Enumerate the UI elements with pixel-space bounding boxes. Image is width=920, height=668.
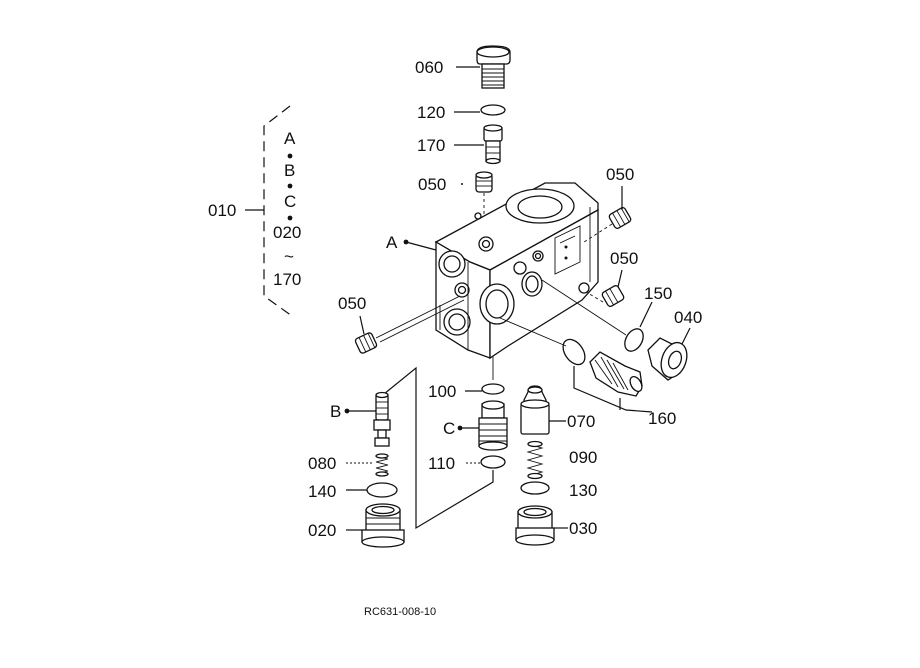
callout-080: 080: [308, 454, 336, 473]
callout-b: B: [330, 402, 341, 421]
part-110-o-ring: 110: [428, 454, 506, 473]
callout-050-top: 050: [418, 175, 446, 194]
callout-130: 130: [569, 481, 597, 500]
part-020-plug: 020: [308, 503, 405, 548]
callout-140: 140: [308, 482, 336, 501]
callout-050-left: 050: [338, 294, 366, 313]
assembly-bracket-010: 010 A B C 020 ~ 170: [208, 105, 301, 317]
callout-170: 170: [417, 136, 445, 155]
part-050-right-plug: 050: [585, 249, 638, 307]
part-070-piston: 070: [520, 385, 595, 435]
callout-100: 100: [428, 382, 456, 401]
callout-050-right-top: 050: [606, 165, 634, 184]
part-c-valve: C: [443, 400, 508, 451]
bracket-item-a: A: [284, 129, 296, 148]
part-120-o-ring: 120: [417, 103, 506, 122]
part-130-o-ring: 130: [520, 481, 597, 500]
part-090-spring: 090: [526, 440, 597, 480]
callout-010: 010: [208, 201, 236, 220]
callout-070: 070: [567, 412, 595, 431]
callout-160: 160: [648, 409, 676, 428]
part-050-right-top-plug: 050: [583, 165, 634, 243]
bracket-item-tilde: ~: [284, 247, 294, 266]
callout-a: A: [386, 233, 398, 252]
part-170-valve: 170: [417, 124, 503, 165]
callout-150: 150: [644, 284, 672, 303]
part-150-o-ring: 150: [541, 279, 672, 352]
part-050-top-plug: 050: [418, 171, 493, 240]
bracket-item-020: 020: [273, 223, 301, 242]
callout-050-right: 050: [610, 249, 638, 268]
part-030-plug: 030: [515, 505, 597, 546]
bracket-item-b: B: [284, 161, 295, 180]
callout-030: 030: [569, 519, 597, 538]
callout-c: C: [443, 419, 455, 438]
part-080-spring: 080: [308, 453, 389, 477]
part-040-plug: 040: [647, 308, 702, 381]
callout-120: 120: [417, 103, 445, 122]
valve-body-block: A: [386, 182, 599, 360]
part-060-plug: 060: [415, 45, 511, 89]
part-140-o-ring: 140: [308, 482, 398, 501]
part-160-relief-valve: 160: [499, 317, 676, 428]
callout-060: 060: [415, 58, 443, 77]
bracket-item-170: 170: [273, 270, 301, 289]
bracket-item-c: C: [284, 192, 296, 211]
callout-040: 040: [674, 308, 702, 327]
callout-020: 020: [308, 521, 336, 540]
part-100-o-ring: 100: [428, 382, 505, 401]
reference-code: RC631-008-10: [364, 606, 436, 618]
part-050-left-plug: 050: [338, 294, 465, 354]
callout-090: 090: [569, 448, 597, 467]
callout-110: 110: [428, 454, 455, 473]
part-b-spool: B: [330, 391, 391, 447]
